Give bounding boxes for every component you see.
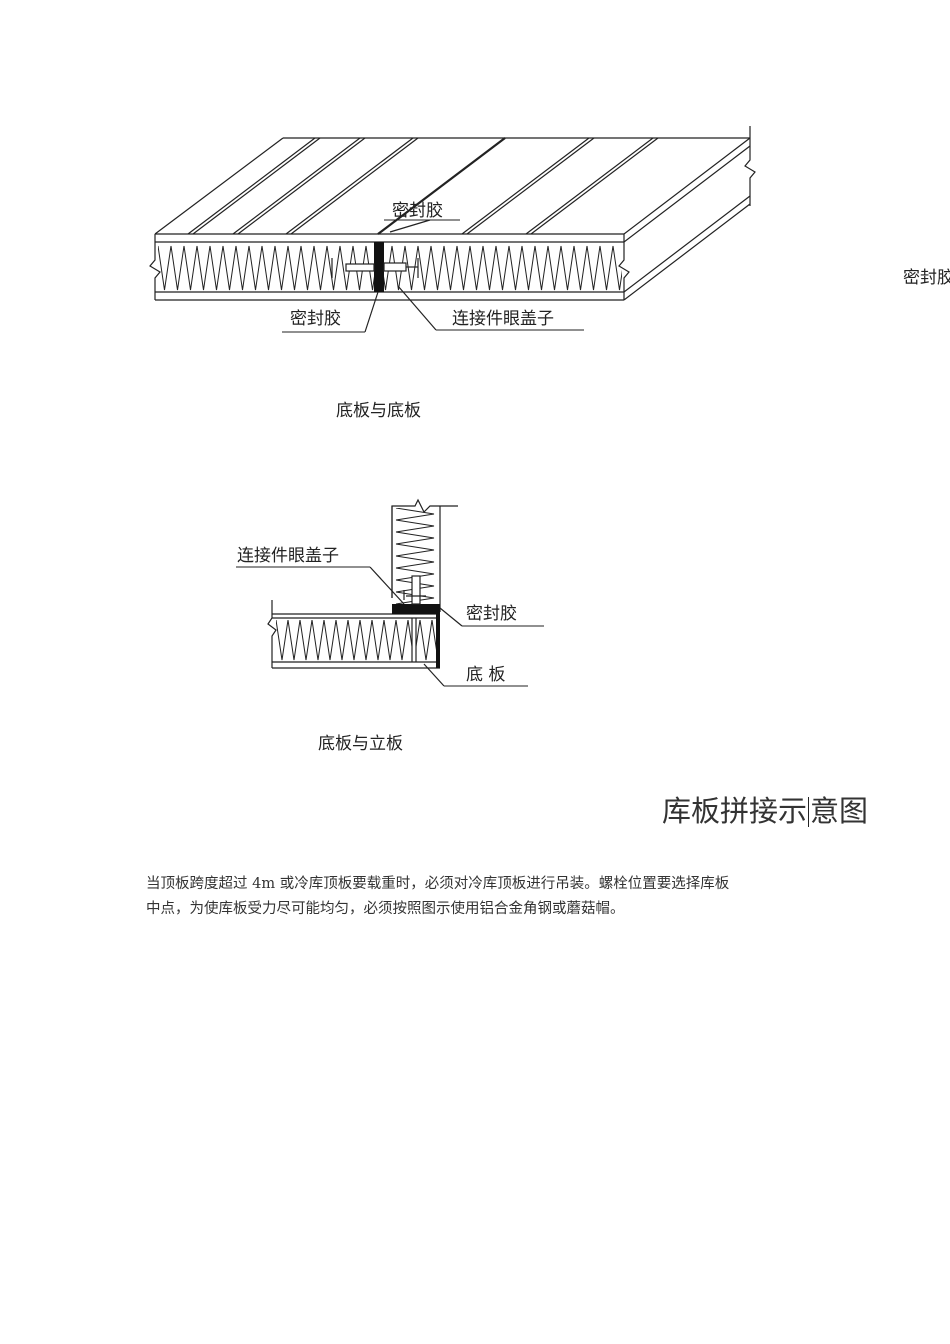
- body-paragraph: 当顶板跨度超过 4m 或冷库顶板要载重时，必须对冷库顶板进行吊装。螺栓位置要选择…: [146, 872, 816, 922]
- connector-cap-label: 连接件眼盖子: [452, 309, 554, 329]
- floor-panel-label: 底 板: [466, 665, 505, 685]
- floor-to-wall-diagram: [236, 498, 544, 687]
- title-part-2: 意图: [810, 794, 869, 828]
- panel-joint-diagrams: 密封胶 密封胶 连接件眼盖子 密封胶 连接件眼盖子 密封胶 底 板: [149, 126, 950, 687]
- diagram2-caption: 底板与立板: [318, 734, 403, 754]
- connector-cap-label-2: 连接件眼盖子: [237, 546, 339, 566]
- sealant-label-edge: 密封胶: [903, 268, 950, 288]
- sealant-label-2: 密封胶: [466, 604, 517, 624]
- paragraph-line-2: 中点，为使库板受力尽可能均匀，必须按照图示使用铝合金角钢或蘑菇帽。: [146, 901, 625, 917]
- diagram1-caption: 底板与底板: [336, 401, 421, 421]
- title-part-1: 库板拼接示: [662, 794, 808, 828]
- sealant-label-top: 密封胶: [392, 201, 443, 221]
- paragraph-line-1: 当顶板跨度超过 4m 或冷库顶板要载重时，必须对冷库顶板进行吊装。螺栓位置要选择…: [146, 876, 730, 892]
- text-cursor: [808, 797, 810, 827]
- figure-title: 库板拼接示意图: [662, 788, 868, 830]
- floor-to-floor-diagram: [149, 126, 756, 333]
- sealant-label-bottom: 密封胶: [290, 309, 341, 329]
